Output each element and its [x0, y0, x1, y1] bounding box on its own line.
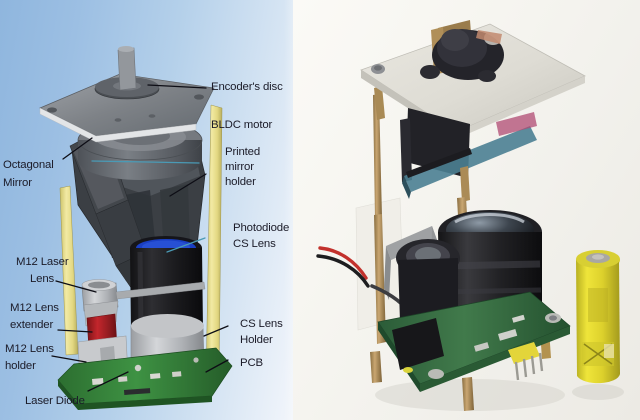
label-cs-lens-holder-line2: Holder — [240, 334, 273, 346]
label-bldc-motor: BLDC motor — [211, 119, 273, 131]
leader-octagonal-mirror — [62, 137, 93, 160]
label-m12-lens-extender-line1: M12 Lens — [10, 302, 59, 314]
label-pcb: PCB — [240, 357, 263, 369]
label-laser-diode: Laser Diode — [25, 395, 85, 407]
label-m12-laser-lens-line2: Lens — [30, 273, 55, 285]
label-octagonal-mirror-line1: Octagonal — [3, 159, 54, 171]
leader-encoders-disc — [147, 84, 207, 89]
label-printed-mirror-holder-line3: holder — [225, 176, 256, 188]
label-photodiode-cs-lens-line1: Photodiode — [233, 222, 290, 234]
leader-m12-lens-holder — [51, 355, 87, 363]
label-cs-lens-holder-line1: CS Lens — [240, 318, 283, 330]
label-m12-laser-lens-line1: M12 Laser — [16, 256, 69, 268]
leader-bldc-motor — [91, 160, 200, 164]
label-octagonal-mirror-line2: Mirror — [3, 177, 32, 189]
label-m12-lens-extender-line2: extender — [10, 319, 54, 331]
label-photodiode-cs-lens-line2: CS Lens — [233, 238, 276, 250]
leader-laser-diode — [87, 371, 129, 392]
label-printed-mirror-holder-line2: mirror — [225, 161, 254, 173]
support-post-left — [59, 185, 79, 356]
laser-support-arm — [115, 281, 206, 300]
leader-cs-lens-holder — [203, 325, 229, 337]
photo-m12-lens — [396, 239, 460, 331]
photo-mirror-assembly — [420, 20, 504, 82]
top-mounting-plate — [39, 73, 215, 143]
leader-photodiode-cs-lens — [166, 237, 206, 253]
photo-mid-pcb — [402, 112, 537, 199]
pcb — [57, 347, 233, 410]
photo-pin-header — [508, 342, 544, 381]
photo-battery — [576, 250, 620, 384]
label-encoders-disc: Encoder's disc — [211, 81, 283, 93]
leader-m12-laser-lens — [55, 280, 97, 293]
motor-shaft — [117, 46, 137, 91]
leader-printed-mirror-holder — [169, 173, 207, 197]
label-printed-mirror-holder-line1: Printed — [225, 146, 261, 158]
leader-pcb — [205, 359, 229, 373]
shadow-battery — [572, 384, 624, 400]
label-m12-lens-holder-line1: M12 Lens — [5, 343, 54, 355]
label-m12-lens-holder-line2: holder — [5, 360, 36, 372]
leader-m12-lens-extender — [57, 329, 93, 333]
black-connector — [392, 318, 444, 370]
